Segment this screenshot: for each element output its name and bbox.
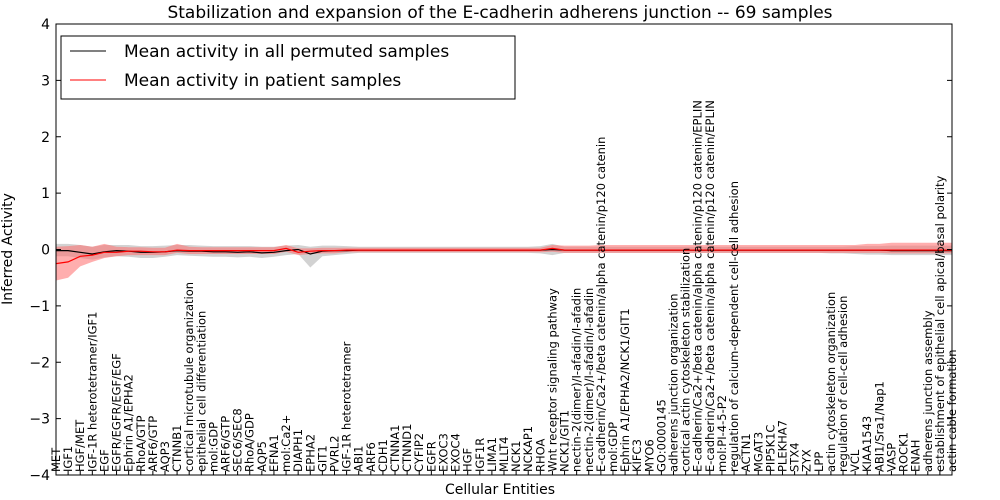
chart-title: Stabilization and expansion of the E-cad…: [167, 3, 832, 23]
x-tick-label: DIAPH1: [291, 429, 305, 472]
x-tick-label: EPHA2: [303, 434, 317, 472]
x-tick-label: ABI1: [352, 446, 366, 472]
y-tick-label: −4: [29, 468, 50, 484]
x-tick-label: E-cadherin/Ca2+/beta catenin/alpha caten…: [691, 100, 705, 472]
x-tick-label: regulation of calcium-dependent cell-cel…: [727, 181, 741, 472]
x-tick-label: nectin-2(dimer)/I-afadin/I-afadin: [582, 288, 596, 472]
legend-label-patient: Mean activity in patient samples: [124, 71, 401, 91]
x-tick-label: LPP: [812, 452, 826, 472]
x-tick-label: ROCK1: [897, 432, 911, 472]
confidence-bands: [56, 242, 952, 281]
x-tick-label: Ephrin A1/EPHA2: [122, 374, 136, 472]
x-tick-label: establishment of epithelial cell apical/…: [933, 176, 947, 472]
x-tick-label: IGF-1R heterotetramer: [340, 341, 354, 472]
x-tick-label: RhoA/GTP: [134, 415, 148, 472]
x-tick-label: HGF/MET: [73, 419, 87, 472]
x-tick-label: IGF1: [61, 446, 75, 472]
x-tick-label: EXOC3: [437, 433, 451, 472]
x-tick-label: ZYX: [800, 449, 814, 472]
x-tick-label: ABI1/Sra1/Nap1: [872, 381, 886, 472]
x-tick-label: mol:Ca2+: [279, 415, 293, 472]
x-tick-label: CTNNA1: [388, 425, 402, 472]
y-tick-label: −2: [29, 355, 50, 371]
x-tick-label: RHOA: [533, 439, 547, 472]
y-tick-label: −1: [29, 299, 50, 315]
x-tick-label: IGF1R: [473, 438, 487, 472]
y-tick-label: 1: [41, 186, 50, 202]
x-axis-label: Cellular Entities: [445, 482, 555, 498]
series-band-1: [56, 242, 952, 281]
x-tick-label: mol:GDP: [606, 422, 620, 472]
y-tick-label: 3: [41, 73, 50, 89]
x-tick-label: NCK1/GIT1: [558, 410, 572, 472]
x-tick-label: VASP: [885, 443, 899, 472]
x-tick-label: KIFC3: [630, 439, 644, 472]
x-tick-label: ENAH: [909, 440, 923, 472]
x-tick-label: RhoA/GDP: [243, 413, 257, 472]
x-tick-label: EGFR: [424, 441, 438, 472]
x-tick-label: CYFIP2: [412, 433, 426, 472]
x-tick-label: CTNNB1: [170, 425, 184, 472]
x-tick-label: mol:PI-4-5-P2: [715, 395, 729, 472]
x-tick-label: PLEKHA7: [776, 420, 790, 472]
x-tick-label: cortical microtubule organization: [182, 282, 196, 472]
x-tick-label: adherens junction organization: [667, 294, 681, 472]
x-tick-label: E-cadherin/Ca2+/beta catenin/alpha caten…: [703, 100, 717, 472]
x-tick-label: epithelial cell differentiation: [194, 311, 208, 472]
x-tick-label: ACTN1: [739, 433, 753, 472]
x-tick-label: EGFR/EGFR/EGF/EGF: [110, 353, 124, 472]
x-tick-label: MLLT4: [497, 437, 511, 473]
x-tick-label: ARF6/GTP: [219, 416, 233, 472]
y-axis: −4 −3 −2 −1 0 1 2 3 4: [29, 17, 952, 484]
x-tick-label: KIAA1543: [860, 416, 874, 472]
x-tick-label: PIP5K1C: [763, 425, 777, 472]
y-tick-label: 0: [41, 243, 50, 259]
x-tick-label: adherens junction assembly: [921, 310, 935, 472]
series-line-1: [55, 247, 952, 265]
x-tick-label: SEC6/SEC8: [231, 408, 245, 472]
legend-label-permuted: Mean activity in all permuted samples: [124, 42, 449, 62]
x-tick-label: CTNND1: [400, 424, 414, 472]
x-tick-label: NCK1: [509, 441, 523, 473]
x-tick-label: AQP3: [158, 441, 172, 472]
legend: Mean activity in all permuted samples Me…: [60, 35, 516, 100]
x-tick-label: LIMA1: [485, 437, 499, 472]
x-tick-label: Ephrin A1/EPHA2/NCK1/GIT1: [618, 308, 632, 472]
x-tick-label: EFNA1: [267, 434, 281, 472]
y-tick-label: 4: [41, 17, 50, 33]
x-tick-label: HGF: [461, 448, 475, 472]
x-tick-label: mol:GDP: [206, 422, 220, 472]
x-tick-label: ARF6/GTP: [146, 416, 160, 472]
legend-box: [60, 35, 516, 100]
x-tick-label: E-cadherin/Ca2+/beta catenin/alpha caten…: [594, 137, 608, 472]
x-tick-label: PVRL2: [328, 435, 342, 472]
x-tick-label: GIT1: [315, 445, 329, 472]
x-tick-label: MGAT3: [751, 432, 765, 472]
x-tick-label: VCL: [848, 449, 862, 472]
x-tick-label: cortical actin cytoskeleton stabilizatio…: [679, 248, 693, 472]
x-tick-label: ARF6: [364, 442, 378, 472]
x-tick-label: EGF: [97, 449, 111, 472]
x-tick-label: MYO6: [642, 439, 656, 472]
x-tick-label: nectin-2(dimer)/I-afadin/I-afadin: [570, 288, 584, 472]
x-tick-label: CDH1: [376, 439, 390, 472]
x-tick-label: AQP5: [255, 441, 269, 472]
x-tick-label: IGF-1R heterotetramer/IGF1: [85, 312, 99, 472]
x-tick-label: EXOC4: [449, 433, 463, 472]
x-tick-label: GO:0000145: [654, 399, 668, 472]
y-tick-label: −3: [29, 412, 50, 428]
x-tick-label: STX4: [788, 442, 802, 472]
y-tick-label: 2: [41, 130, 50, 146]
series-lines: [55, 247, 952, 265]
x-tick-label: Wnt receptor signaling pathway: [545, 288, 559, 472]
y-axis-label: Inferred Activity: [0, 193, 16, 305]
x-tick-label: actin cytoskeleton organization: [824, 292, 838, 472]
x-tick-label: NCKAP1: [521, 426, 535, 472]
x-tick-label: regulation of cell-cell adhesion: [836, 296, 850, 472]
